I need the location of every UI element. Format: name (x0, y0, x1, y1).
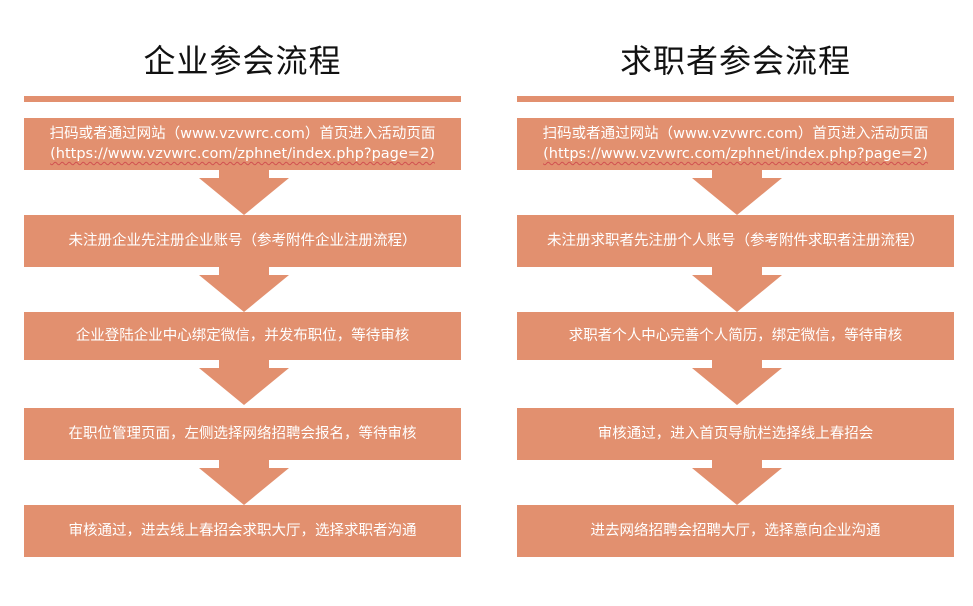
jobseeker-step-2-line1: 未注册求职者先注册个人账号（参考附件求职者注册流程） (547, 233, 924, 249)
enterprise-step-3: 企业登陆企业中心绑定微信，并发布职位，等待审核 (24, 312, 461, 360)
jobseeker-arrow-3 (692, 360, 782, 405)
enterprise-step-2: 未注册企业先注册企业账号（参考附件企业注册流程） (24, 215, 461, 267)
enterprise-divider (24, 96, 461, 102)
enterprise-arrow-1 (199, 170, 289, 215)
enterprise-arrow-3 (199, 360, 289, 405)
enterprise-step-4: 在职位管理页面，左侧选择网络招聘会报名，等待审核 (24, 408, 461, 460)
jobseeker-divider (517, 96, 954, 102)
enterprise-flow-title: 企业参会流程 (143, 42, 342, 80)
jobseeker-step-5: 进去网络招聘会招聘大厅，选择意向企业沟通 (517, 505, 954, 557)
jobseeker-arrow-4 (692, 460, 782, 505)
enterprise-step-2-line1: 未注册企业先注册企业账号（参考附件企业注册流程） (68, 233, 417, 249)
enterprise-step-3-line1: 企业登陆企业中心绑定微信，并发布职位，等待审核 (75, 328, 410, 344)
jobseeker-step-3-line1: 求职者个人中心完善个人简历，绑定微信，等待审核 (568, 328, 903, 344)
jobseeker-step-1: 扫码或者通过网站（www.vzvwrc.com）首页进入活动页面 (https:… (517, 118, 954, 170)
jobseeker-step-1-line1: 扫码或者通过网站（www.vzvwrc.com）首页进入活动页面 (542, 126, 929, 142)
jobseeker-step-4-line1: 审核通过，进入首页导航栏选择线上春招会 (597, 426, 874, 442)
jobseeker-step-2: 未注册求职者先注册个人账号（参考附件求职者注册流程） (517, 215, 954, 267)
jobseeker-flow-title: 求职者参会流程 (619, 42, 851, 80)
jobseeker-arrow-1 (692, 170, 782, 215)
enterprise-arrow-4 (199, 460, 289, 505)
enterprise-arrow-2 (199, 267, 289, 312)
enterprise-step-1-line1: 扫码或者通过网站（www.vzvwrc.com）首页进入活动页面 (49, 126, 436, 142)
enterprise-step-4-line1: 在职位管理页面，左侧选择网络招聘会报名，等待审核 (68, 426, 417, 442)
enterprise-step-5: 审核通过，进去线上春招会求职大厅，选择求职者沟通 (24, 505, 461, 557)
enterprise-step-1-line2: (https://www.vzvwrc.com/zphnet/index.php… (50, 146, 435, 162)
jobseeker-arrow-2 (692, 267, 782, 312)
jobseeker-step-1-line2: (https://www.vzvwrc.com/zphnet/index.php… (543, 146, 928, 162)
enterprise-step-1: 扫码或者通过网站（www.vzvwrc.com）首页进入活动页面 (https:… (24, 118, 461, 170)
jobseeker-step-5-line1: 进去网络招聘会招聘大厅，选择意向企业沟通 (590, 523, 881, 539)
jobseeker-step-4: 审核通过，进入首页导航栏选择线上春招会 (517, 408, 954, 460)
enterprise-step-5-line1: 审核通过，进去线上春招会求职大厅，选择求职者沟通 (68, 523, 417, 539)
jobseeker-step-3: 求职者个人中心完善个人简历，绑定微信，等待审核 (517, 312, 954, 360)
